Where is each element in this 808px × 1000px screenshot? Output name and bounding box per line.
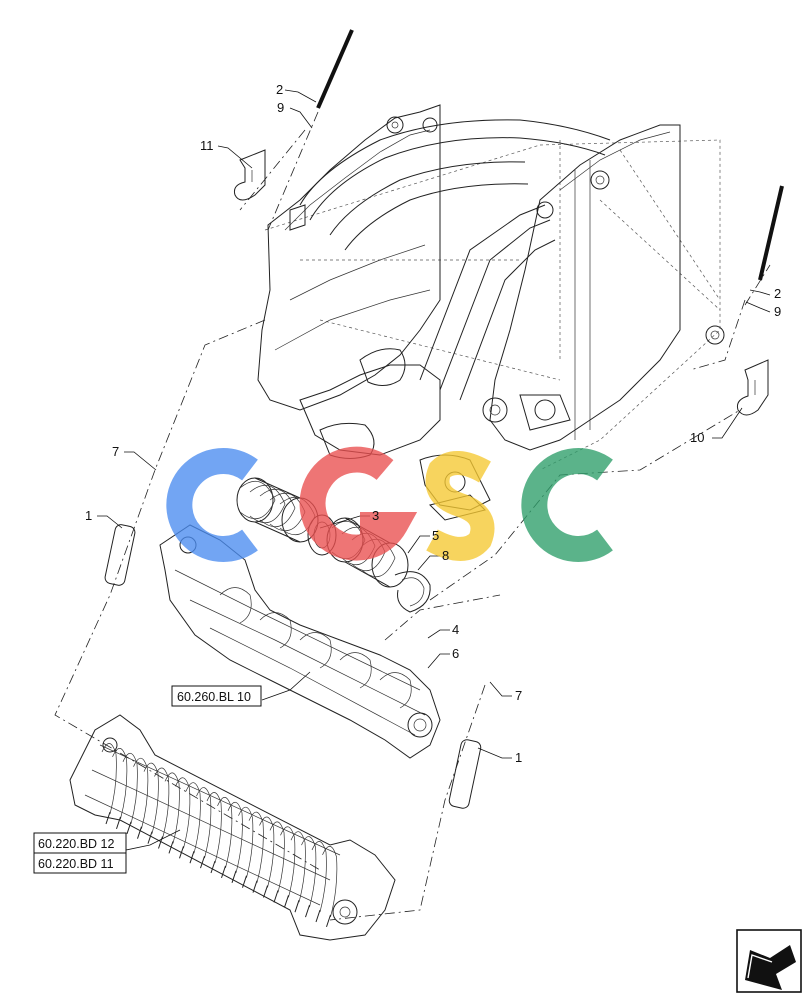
tine-tip bbox=[179, 846, 184, 859]
tine bbox=[206, 792, 222, 864]
spring-left bbox=[104, 524, 136, 586]
callout-leaders bbox=[97, 89, 771, 851]
tine-tip bbox=[315, 909, 321, 923]
callout-7-right: 7 bbox=[515, 688, 522, 703]
callout-1-left: 1 bbox=[85, 508, 92, 523]
bracket-10 bbox=[737, 359, 769, 416]
tine bbox=[122, 752, 138, 824]
callout-5: 5 bbox=[432, 528, 439, 543]
callout-7-left: 7 bbox=[112, 444, 119, 459]
tine-tip bbox=[105, 811, 111, 825]
tine bbox=[196, 787, 212, 859]
tine-tip bbox=[189, 851, 195, 864]
spring-ring-8 bbox=[394, 571, 431, 613]
bracket-11 bbox=[234, 149, 266, 201]
tine-tip bbox=[200, 855, 205, 869]
tine-tip bbox=[242, 875, 247, 888]
pickup-reel-assembly bbox=[69, 714, 396, 941]
tine-tip bbox=[116, 816, 121, 830]
tine bbox=[143, 762, 159, 834]
tine bbox=[290, 831, 306, 903]
tine-tip bbox=[158, 836, 163, 849]
tine-tip bbox=[231, 870, 237, 883]
bale-chamber-arcs bbox=[299, 119, 611, 401]
tine bbox=[217, 797, 233, 868]
callout-1-right: 1 bbox=[515, 750, 522, 765]
tine bbox=[175, 777, 191, 849]
feeder-rotor-assembly bbox=[159, 524, 441, 759]
tine bbox=[227, 801, 243, 873]
right-side-plate bbox=[482, 124, 725, 451]
callout-9-upper: 9 bbox=[277, 100, 284, 115]
callout-6: 6 bbox=[452, 646, 459, 661]
spring-rod-right bbox=[758, 185, 784, 281]
left-side-plate bbox=[257, 104, 441, 411]
pickup-tines bbox=[101, 743, 338, 928]
callout-10: 10 bbox=[690, 430, 704, 445]
tine bbox=[259, 816, 275, 888]
tine bbox=[248, 811, 264, 883]
callout-4: 4 bbox=[452, 622, 459, 637]
tine-tip bbox=[305, 904, 310, 918]
tine-tip bbox=[137, 826, 142, 839]
tine bbox=[311, 841, 327, 913]
reference-260-label[interactable]: 60.260.BL 10 bbox=[177, 690, 251, 704]
tine bbox=[164, 772, 180, 844]
callout-labels: 2 9 11 2 9 10 7 1 3 5 8 4 6 7 1 bbox=[85, 82, 781, 765]
reference-220-bd-12[interactable]: 60.220.BD 12 bbox=[33, 832, 127, 854]
tine-tip bbox=[294, 900, 300, 913]
tine-tip bbox=[326, 914, 331, 928]
cgsc-watermark bbox=[166, 446, 613, 562]
tine-tip bbox=[126, 821, 132, 834]
tine bbox=[185, 782, 201, 854]
tine-tip bbox=[147, 831, 153, 844]
callout-9-right: 9 bbox=[774, 304, 781, 319]
tine bbox=[238, 806, 254, 878]
tine-tip bbox=[252, 880, 258, 893]
tine bbox=[301, 836, 317, 908]
reference-220-12-label[interactable]: 60.220.BD 12 bbox=[38, 837, 114, 851]
tine-tip bbox=[284, 895, 289, 908]
callout-3: 3 bbox=[372, 508, 379, 523]
callout-2-upper: 2 bbox=[276, 82, 283, 97]
tine-tip bbox=[168, 841, 174, 854]
spring-rod-upper-left bbox=[316, 29, 354, 109]
tine bbox=[280, 826, 296, 898]
tine bbox=[269, 821, 285, 893]
tine bbox=[133, 757, 149, 829]
tine-tip bbox=[263, 885, 268, 898]
tine-tip bbox=[221, 865, 226, 879]
callout-2-right: 2 bbox=[774, 286, 781, 301]
callout-11: 11 bbox=[200, 138, 214, 153]
reference-220-11-label[interactable]: 60.220.BD 11 bbox=[38, 857, 114, 871]
callout-8: 8 bbox=[442, 548, 449, 563]
baler-frame-outline bbox=[264, 105, 721, 471]
tine bbox=[112, 748, 128, 819]
reference-260-bl-10[interactable]: 60.260.BL 10 bbox=[171, 685, 262, 707]
next-page-arrow-icon[interactable] bbox=[736, 929, 802, 993]
spring-right bbox=[448, 739, 482, 809]
tine-tip bbox=[210, 860, 216, 874]
tine bbox=[154, 767, 170, 839]
tine bbox=[322, 846, 338, 917]
tine-tip bbox=[273, 890, 279, 903]
reference-220-bd-11[interactable]: 60.220.BD 11 bbox=[33, 852, 127, 874]
